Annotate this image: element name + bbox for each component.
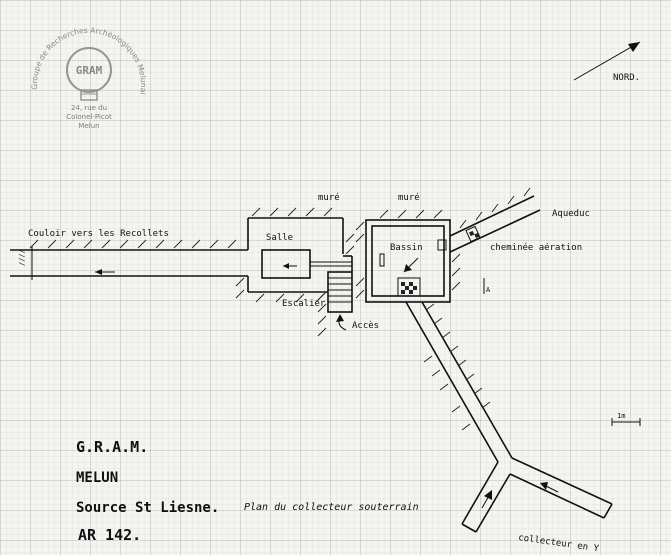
hatch-bassin xyxy=(355,209,461,299)
label-mure-left: muré xyxy=(318,192,340,203)
wall-mark: //// xyxy=(18,249,26,266)
stamp-logo: GRAM xyxy=(76,64,103,77)
corridor-recollets: //// xyxy=(10,217,343,293)
north-arrow: NORD. xyxy=(573,41,641,83)
scale-bar: 1m xyxy=(611,412,641,426)
stamp-address-line2: Colonel-Picot xyxy=(66,113,112,121)
stamp-address-line1: 24, rue du xyxy=(71,104,107,112)
hatch-staircase xyxy=(317,233,355,337)
title-ref: AR 142. xyxy=(78,526,141,544)
label-cheminee: cheminée aération xyxy=(490,242,582,253)
title-site: Source St Liesne. xyxy=(76,500,219,516)
stamp-address-line3: Melun xyxy=(78,122,99,130)
hatch-aqueduct xyxy=(459,187,531,229)
north-label: NORD. xyxy=(613,73,640,83)
aqueduct xyxy=(449,195,541,253)
staircase xyxy=(327,255,353,313)
label-bassin: Bassin xyxy=(390,243,423,253)
label-escalier: Escalier xyxy=(282,299,326,309)
section-marker: A xyxy=(483,278,491,294)
title-org: G.R.A.M. xyxy=(76,438,148,456)
lightbulb-icon xyxy=(66,47,112,101)
title-subtitle: Plan du collecteur souterrain xyxy=(244,502,419,513)
bassin-chamber xyxy=(365,219,451,303)
label-mure-right: muré xyxy=(398,192,420,203)
hatch-collector xyxy=(423,303,491,431)
label-couloir: Couloir vers les Recollets xyxy=(28,229,169,239)
hatch-corridor-top xyxy=(29,207,333,249)
salle-room xyxy=(261,218,352,279)
title-block: G.R.A.M. MELUN Source St Liesne. Plan du… xyxy=(76,438,419,544)
section-mark-label: A xyxy=(486,286,491,294)
title-city: MELUN xyxy=(76,470,118,486)
label-aqueduc: Aqueduc xyxy=(552,209,590,219)
y-collector xyxy=(405,301,613,533)
label-salle: Salle xyxy=(266,233,293,243)
scale-label: 1m xyxy=(617,412,625,420)
label-acces: Accès xyxy=(352,320,379,331)
acces-arrow xyxy=(336,314,347,331)
